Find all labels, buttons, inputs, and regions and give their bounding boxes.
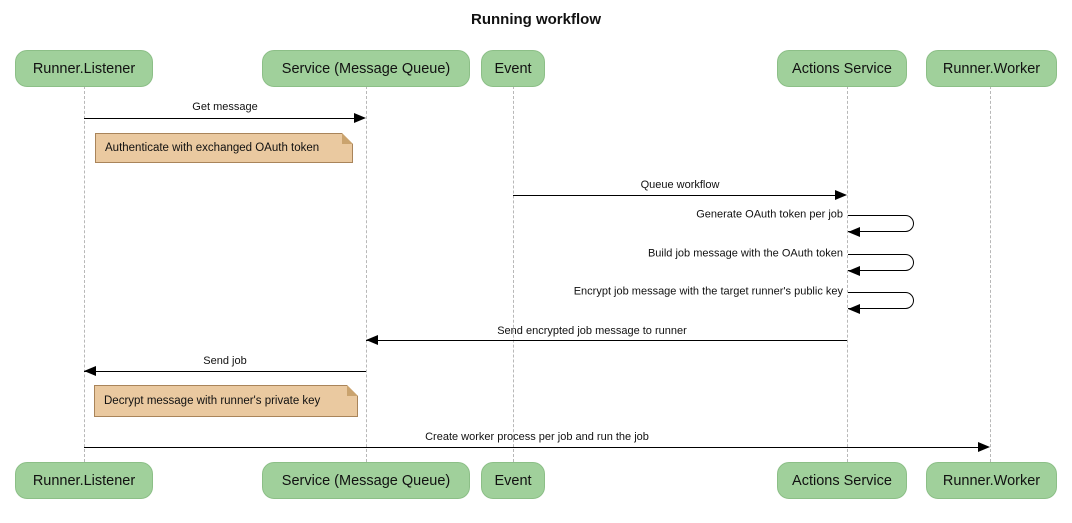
arrowhead-right-icon	[978, 442, 990, 452]
self-loop	[848, 215, 914, 232]
lifeline-service-message-queue	[366, 86, 367, 462]
message-label-generate-oauth-token: Generate OAuth token per job	[696, 208, 843, 221]
note-text: Decrypt message with runner's private ke…	[104, 395, 321, 407]
lifeline-actions-service	[847, 86, 848, 462]
note-fold-icon	[342, 133, 353, 144]
participant-top-runner-worker: Runner.Worker	[926, 50, 1057, 87]
message-label-create-worker: Create worker process per job and run th…	[425, 431, 649, 443]
arrowhead-right-icon	[354, 113, 366, 123]
participant-bottom-actions-service: Actions Service	[777, 462, 907, 499]
self-loop	[848, 292, 914, 309]
participant-top-service-message-queue: Service (Message Queue)	[262, 50, 470, 87]
lifeline-runner-listener	[84, 86, 85, 462]
message-label-get-message: Get message	[192, 101, 258, 113]
participant-bottom-runner-worker: Runner.Worker	[926, 462, 1057, 499]
message-label-send-job: Send job	[203, 355, 247, 367]
participant-top-event: Event	[481, 50, 545, 87]
message-label-queue-workflow: Queue workflow	[640, 179, 720, 191]
arrowhead-left-icon	[848, 227, 860, 237]
note-decrypt: Decrypt message with runner's private ke…	[94, 385, 358, 417]
participant-top-actions-service: Actions Service	[777, 50, 907, 87]
note-fold-icon	[347, 385, 358, 396]
note-authenticate: Authenticate with exchanged OAuth token	[95, 133, 353, 163]
message-line-queue-workflow	[513, 195, 835, 196]
message-label-encrypt-job-message: Encrypt job message with the target runn…	[573, 285, 843, 298]
message-label-build-job-message: Build job message with the OAuth token	[647, 247, 843, 260]
participant-bottom-event: Event	[481, 462, 545, 499]
arrowhead-left-icon	[848, 304, 860, 314]
arrowhead-left-icon	[848, 266, 860, 276]
message-line-get-message	[84, 118, 355, 119]
message-label-send-encrypted-job: Send encrypted job message to runner	[497, 325, 687, 337]
lifeline-runner-worker	[990, 86, 991, 462]
note-text: Authenticate with exchanged OAuth token	[105, 142, 320, 154]
message-line-send-encrypted-job	[366, 340, 847, 341]
participant-top-runner-listener: Runner.Listener	[15, 50, 153, 87]
self-loop	[848, 254, 914, 271]
participant-bottom-service-message-queue: Service (Message Queue)	[262, 462, 470, 499]
lifeline-event	[513, 86, 514, 462]
arrowhead-right-icon	[835, 190, 847, 200]
message-line-send-job	[84, 371, 366, 372]
diagram-title: Running workflow	[471, 11, 601, 28]
arrowhead-left-icon	[84, 366, 96, 376]
participant-bottom-runner-listener: Runner.Listener	[15, 462, 153, 499]
message-line-create-worker	[84, 447, 978, 448]
arrowhead-left-icon	[366, 335, 378, 345]
